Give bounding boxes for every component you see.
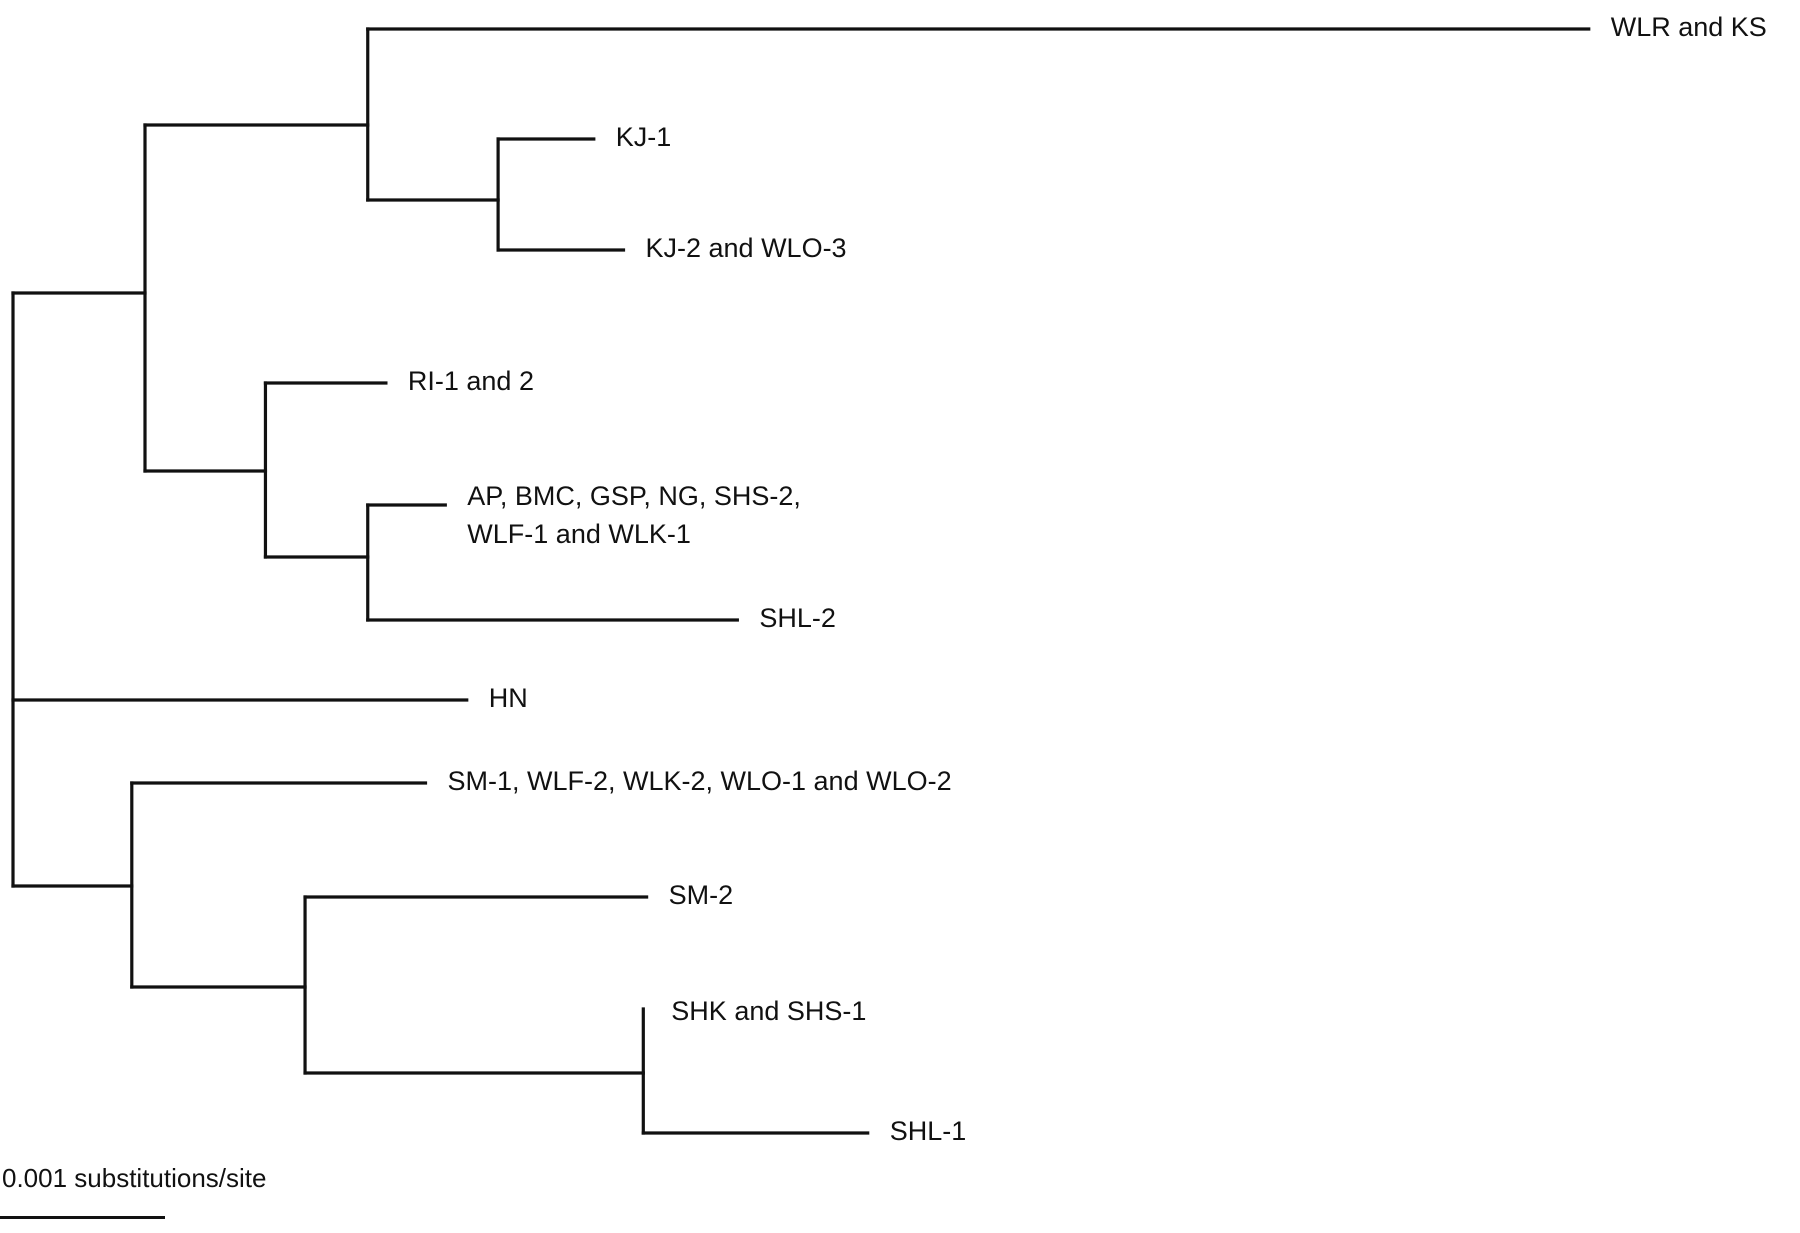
leaf-label-shl-1: SHL-1 [890,1116,967,1146]
leaf-label-ri-1-2: RI-1 and 2 [408,366,534,396]
leaf-label-sm-1-group: SM-1, WLF-2, WLK-2, WLO-1 and WLO-2 [448,766,952,796]
leaf-label-shl-2: SHL-2 [759,603,836,633]
leaf-label-sm-2: SM-2 [669,880,734,910]
scale-bar [0,1216,165,1219]
leaf-label-shk-shs-1: SHK and SHS-1 [671,996,866,1026]
leaf-label-kj-2-wlo-3: KJ-2 and WLO-3 [646,233,847,263]
leaf-label-wlr-ks: WLR and KS [1611,12,1767,42]
leaf-label-ap-group: AP, BMC, GSP, NG, SHS-2, WLF-1 and WLK-1 [467,481,801,549]
leaf-label-hn: HN [489,683,528,713]
scale-bar-label: 0.001 substitutions/site [2,1163,267,1193]
leaf-label-ap-group-line-2: WLF-1 and WLK-1 [467,519,691,549]
leaf-label-kj-1: KJ-1 [616,122,672,152]
leaf-label-ap-group-line-1: AP, BMC, GSP, NG, SHS-2, [467,481,801,511]
